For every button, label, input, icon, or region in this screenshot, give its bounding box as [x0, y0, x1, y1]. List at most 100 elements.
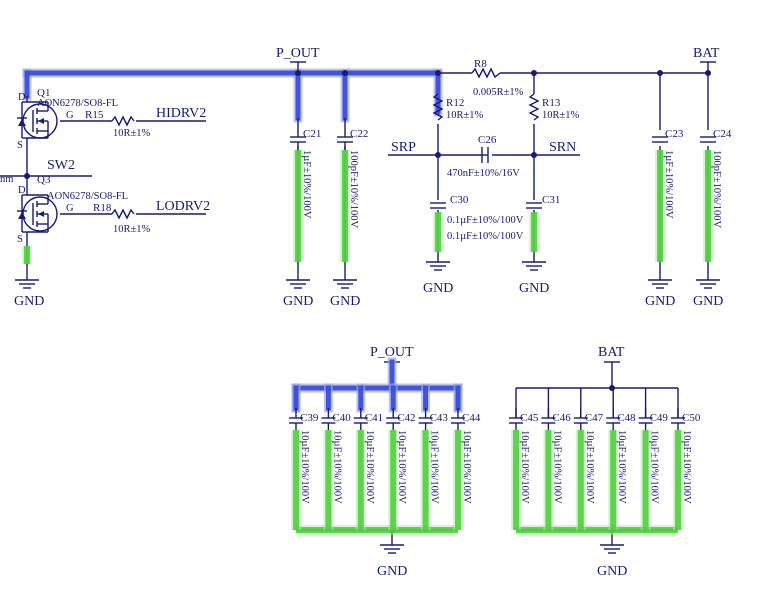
capacitor-c22: C22 100pF±10%/100V — [337, 118, 368, 229]
cap-value: 10µF±10%/100V — [331, 430, 342, 504]
q1-pin-s: S — [17, 140, 23, 151]
cap-designator: C45 — [520, 412, 539, 424]
svg-text:C24: C24 — [713, 128, 732, 140]
net-label-srp: SRP — [391, 140, 416, 155]
net-label-hidrv2: HIDRV2 — [156, 106, 206, 121]
gnd-c31: GND — [519, 261, 549, 296]
q1-part: AON6278/SO8-FL — [37, 98, 118, 109]
q3-pin-d: D — [18, 185, 26, 196]
svg-text:C23: C23 — [665, 128, 684, 140]
svg-text:GND: GND — [283, 294, 313, 309]
svg-text:R13: R13 — [542, 97, 561, 109]
svg-text:470nF±10%/16V: 470nF±10%/16V — [447, 168, 520, 179]
svg-text:10R±1%: 10R±1% — [446, 110, 484, 121]
svg-text:0.005R±1%: 0.005R±1% — [473, 87, 524, 98]
cap-value: 10µF±10%/100V — [364, 430, 375, 504]
svg-text:R8: R8 — [474, 58, 487, 70]
svg-text:GND: GND — [377, 564, 407, 579]
net-label-sw2: SW2 — [47, 158, 75, 173]
mosfet-q3: Q3 AON6278/SO8-FL G D S — [17, 174, 128, 245]
svg-text:10R±1%: 10R±1% — [113, 128, 151, 139]
capacitor-c50: C50 10µF±10%/100V — [671, 388, 701, 530]
net-label-bat: BAT — [693, 46, 720, 61]
cap-designator: C50 — [682, 412, 701, 424]
cap-designator: C46 — [552, 412, 571, 424]
gnd-c22: GND — [330, 279, 360, 309]
net-label-lodrv2: LODRV2 — [156, 199, 210, 214]
svg-text:100pF±10%/100V: 100pF±10%/100V — [348, 150, 359, 229]
capacitor-c30: C30 0.1µF±10%/100V 0.1µF±10%/100V — [430, 194, 524, 242]
svg-text:1µF±10%/100V: 1µF±10%/100V — [301, 150, 312, 219]
resistor-r15: R15 10R±1% — [85, 109, 151, 139]
svg-text:R18: R18 — [93, 202, 112, 214]
gnd-q3: GND — [14, 279, 44, 309]
q1-pin-d: D — [18, 92, 26, 103]
svg-text:GND: GND — [14, 294, 44, 309]
net-label-bat-bottom: BAT — [598, 345, 625, 360]
capacitor-c45: C45 10µF±10%/100V — [509, 388, 539, 530]
resistor-r8: R8 0.005R±1% — [471, 58, 524, 98]
capacitor-c26: C26 470nF±10%/16V — [447, 134, 520, 179]
gnd-c30: GND — [423, 261, 453, 296]
cap-value: 10µF±10%/100V — [461, 430, 472, 504]
cap-value: 10µF±10%/100V — [396, 430, 407, 504]
q3-designator: Q3 — [37, 174, 51, 186]
cap-value: 10µF±10%/100V — [551, 430, 562, 504]
capacitor-c44: C44 10µF±10%/100V — [451, 383, 481, 530]
svg-text:R12: R12 — [446, 97, 464, 109]
cap-designator: C40 — [332, 412, 351, 424]
bat-cap-bank: BAT GND C45 10µF±10%/100V C46 10µF±10%/100V… — [509, 345, 701, 579]
cap-designator: C47 — [585, 412, 604, 424]
cap-designator: C49 — [650, 412, 669, 424]
svg-text:GND: GND — [330, 294, 360, 309]
cap-designator: C39 — [300, 412, 319, 424]
net-label-srn: SRN — [549, 140, 576, 155]
edge-label: nm — [0, 174, 13, 185]
q3-pin-g: G — [66, 203, 74, 214]
svg-text:0.1µF±10%/100V: 0.1µF±10%/100V — [447, 231, 524, 242]
capacitor-c46: C46 10µF±10%/100V — [541, 388, 571, 530]
cap-value: 10µF±10%/100V — [584, 430, 595, 504]
svg-text:C26: C26 — [478, 134, 497, 146]
net-label-p-out-bottom: P_OUT — [370, 345, 414, 360]
gnd-c23: GND — [645, 279, 675, 309]
svg-text:C22: C22 — [350, 128, 368, 140]
svg-text:1µF±10%/100V: 1µF±10%/100V — [663, 150, 674, 219]
svg-text:10R±1%: 10R±1% — [113, 224, 151, 235]
svg-text:100pF±10%/100V: 100pF±10%/100V — [711, 150, 722, 229]
svg-text:C21: C21 — [303, 128, 321, 140]
svg-text:R15: R15 — [85, 109, 104, 121]
gnd-c24: GND — [693, 279, 723, 309]
capacitor-c31: C31 — [526, 194, 560, 209]
resistor-r13: R13 10R±1% — [528, 93, 580, 121]
svg-text:GND: GND — [693, 294, 723, 309]
svg-text:GND: GND — [597, 564, 627, 579]
cap-designator: C48 — [617, 412, 636, 424]
capacitor-c47: C47 10µF±10%/100V — [573, 388, 604, 530]
capacitor-c24: C24 100pF±10%/100V — [700, 128, 732, 229]
cap-value: 10µF±10%/100V — [681, 430, 692, 504]
q1-designator: Q1 — [37, 87, 50, 99]
resistor-r12: R12 10R±1% — [432, 93, 484, 121]
gnd-symbols-top: GND GND GND GND GND GND GND — [14, 261, 723, 309]
svg-text:GND: GND — [423, 281, 453, 296]
cap-designator: C41 — [365, 412, 383, 424]
cap-value: 10µF±10%/100V — [519, 430, 530, 504]
capacitor-c40: C40 10µF±10%/100V — [321, 383, 351, 530]
p-out-cap-bank: P_OUT GND C3910µF±10%/100VC4010µF±10%/10… — [289, 345, 481, 579]
svg-text:10R±1%: 10R±1% — [542, 110, 580, 121]
mosfet-q1: Q1 AON6278/SO8-FL G D S — [17, 87, 118, 151]
gnd-c21: GND — [283, 279, 313, 309]
q3-pin-s: S — [17, 234, 23, 245]
svg-text:0.1µF±10%/100V: 0.1µF±10%/100V — [447, 215, 524, 226]
cap-value: 10µF±10%/100V — [429, 430, 440, 504]
cap-designator: C44 — [462, 412, 481, 424]
resistor-r18: R18 10R±1% — [93, 202, 151, 235]
svg-text:GND: GND — [519, 281, 549, 296]
net-labels-top: P_OUT BAT HIDRV2 LODRV2 SW2 SRP SRN nm — [0, 46, 720, 214]
svg-text:GND: GND — [645, 294, 675, 309]
svg-text:C31: C31 — [542, 194, 560, 206]
